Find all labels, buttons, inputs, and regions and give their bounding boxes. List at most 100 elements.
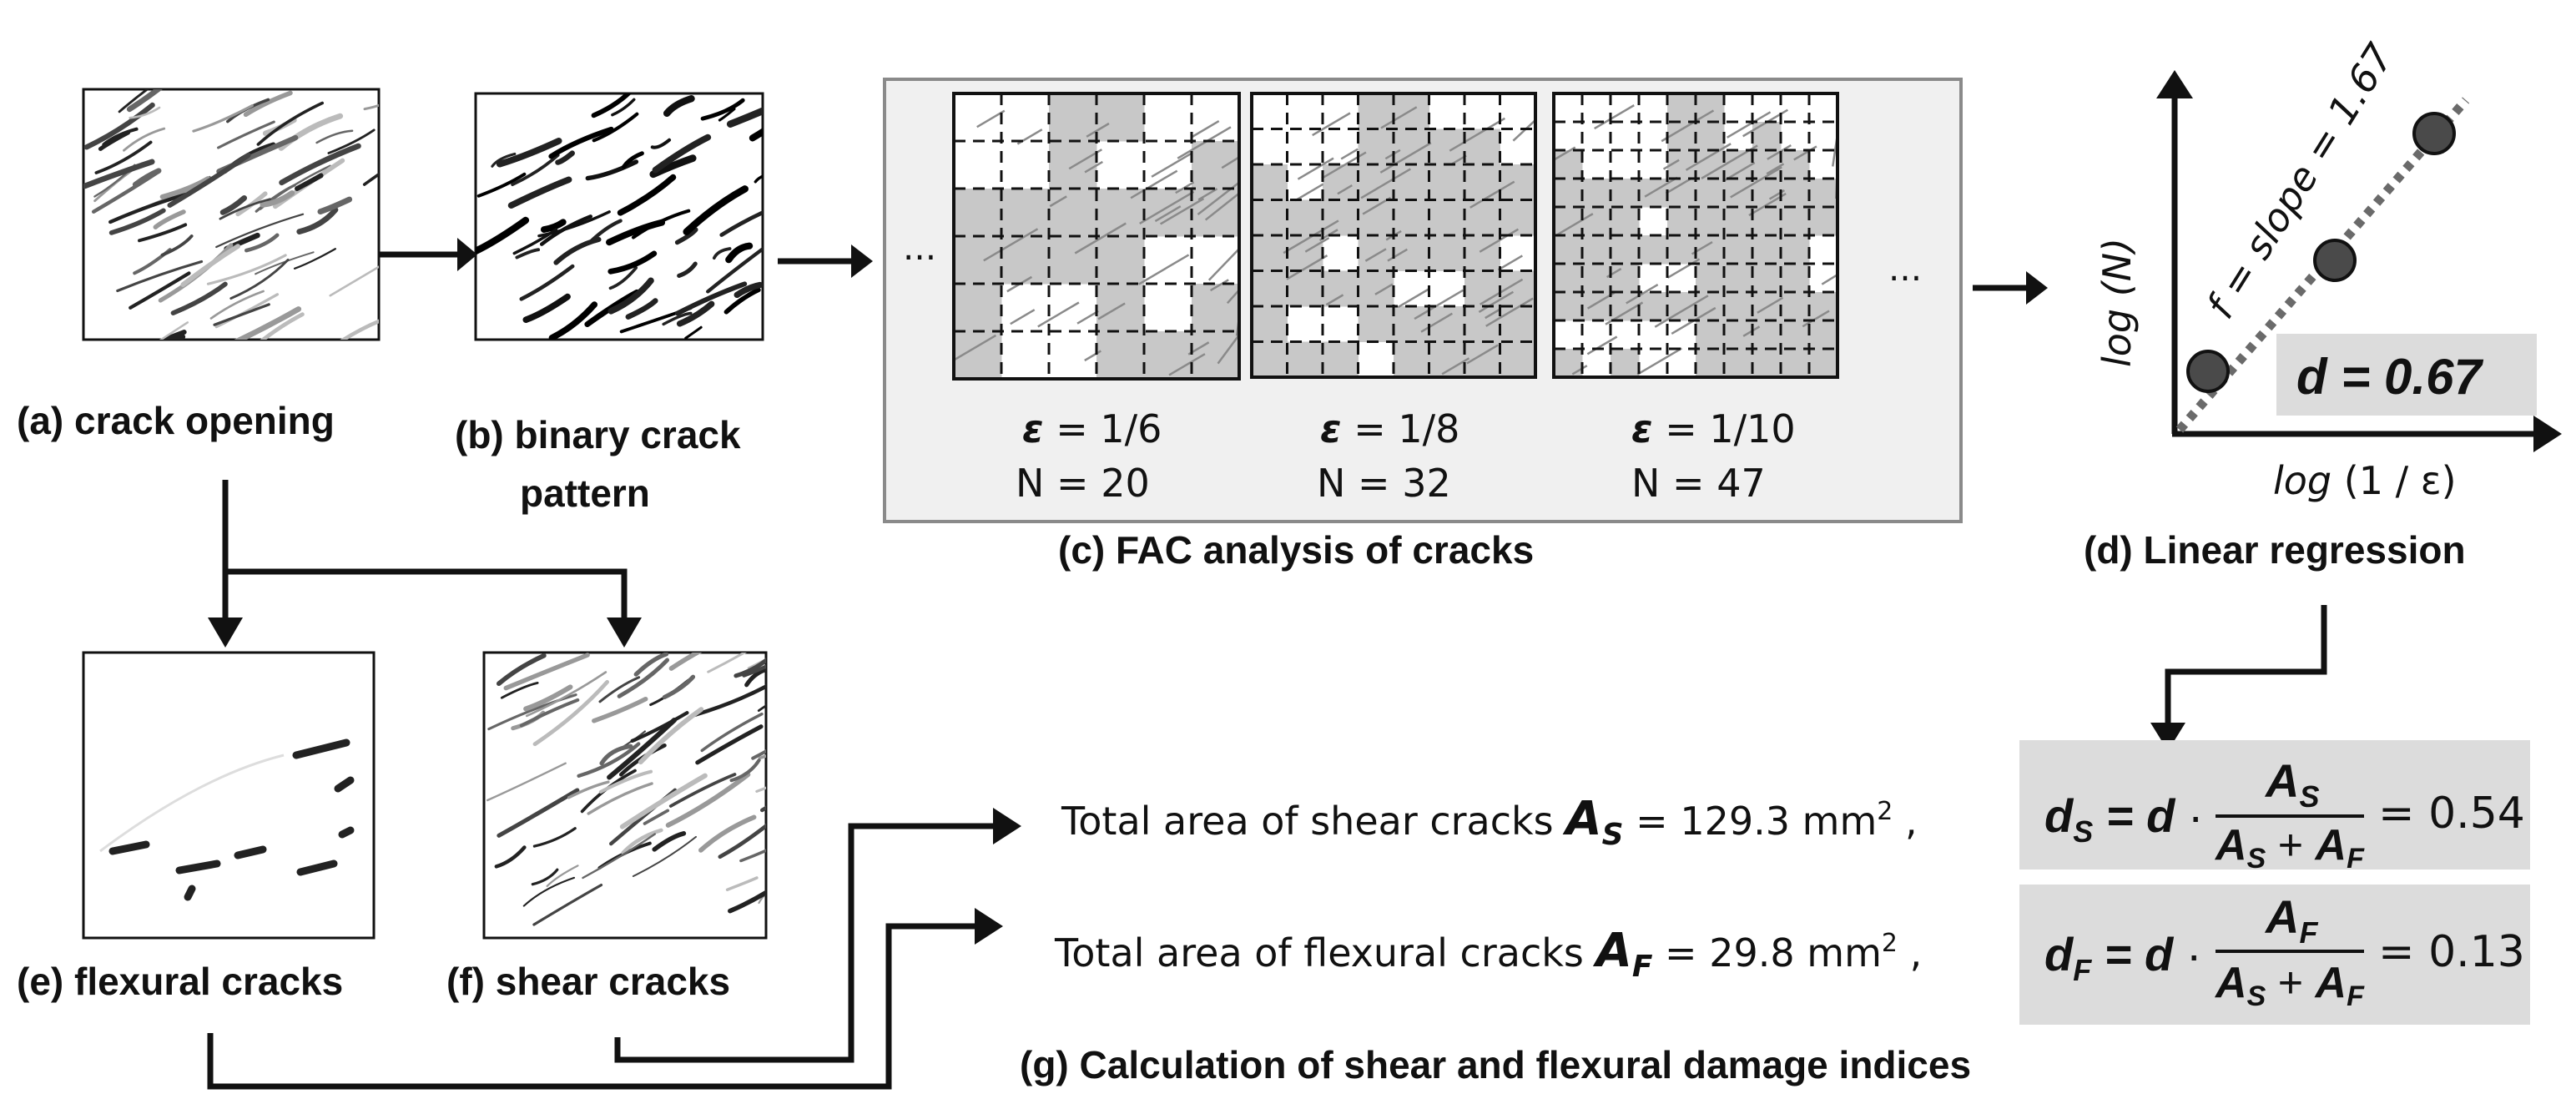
crack-stroke xyxy=(1139,190,1195,225)
occupied-cell xyxy=(1554,235,1583,265)
crack-stroke xyxy=(129,271,191,310)
occupied-cell xyxy=(1696,264,1725,293)
x-axis-label: log (1 / ε) xyxy=(2273,458,2457,503)
crack-stroke xyxy=(1586,335,1618,355)
crack-stroke xyxy=(607,277,654,315)
panel-e: (e) flexural cracks xyxy=(17,651,376,1003)
n-label-2: N = 32 xyxy=(1317,461,1451,506)
crack-stroke xyxy=(739,849,766,863)
crack-stroke xyxy=(650,138,672,149)
crack-stroke xyxy=(1485,308,1501,320)
shear-area-sup: 2 xyxy=(1877,797,1893,826)
crack-stroke xyxy=(707,653,748,673)
crack-stroke xyxy=(608,266,638,290)
crack-stroke xyxy=(1086,122,1110,138)
crack-stroke xyxy=(546,864,579,887)
occupied-cell xyxy=(1049,141,1097,189)
crack-stroke xyxy=(168,350,193,358)
panel-g: Total area of shear cracks AS = 129.3 mm… xyxy=(1020,740,2530,1086)
formula-flexural-bg xyxy=(2019,885,2530,1025)
flexural-area-tail: , xyxy=(1898,930,1922,975)
crack-stroke xyxy=(523,684,573,712)
occupied-cell xyxy=(1323,199,1359,236)
occupied-cell xyxy=(1611,264,1640,293)
crack-stroke xyxy=(726,107,763,128)
crack-stroke xyxy=(206,254,287,285)
crack-stroke xyxy=(522,293,571,323)
crack-stroke xyxy=(1554,146,1576,161)
crack-stroke xyxy=(755,786,766,793)
crack-stroke xyxy=(292,738,350,759)
crack-stroke xyxy=(1478,290,1515,313)
crack-stroke xyxy=(698,814,757,853)
occupied-cell xyxy=(1287,199,1323,236)
crack-stroke xyxy=(329,265,379,297)
occupied-cell xyxy=(1096,189,1145,237)
crack-stroke xyxy=(582,833,656,880)
crack-stroke xyxy=(1661,109,1715,143)
panel-b: (b) binary crack pattern xyxy=(455,92,764,515)
crack-stroke xyxy=(662,674,696,699)
formula-flexural-den-a-sub: S xyxy=(2247,980,2266,1012)
crack-stroke xyxy=(1727,111,1772,139)
crack-stroke xyxy=(279,143,361,186)
formula-shear-lhs: dS = d · xyxy=(2044,789,2204,849)
crack-stroke xyxy=(170,281,228,315)
crack-stroke xyxy=(108,840,150,855)
crack-stroke xyxy=(953,334,997,361)
eps-symbol-3: ε xyxy=(1631,406,1653,451)
crack-stroke xyxy=(159,176,210,199)
crack-stroke xyxy=(497,788,580,838)
formula-flexural-d2: d xyxy=(2145,928,2175,980)
crack-stroke xyxy=(643,809,670,825)
occupied-cell xyxy=(1429,235,1465,271)
occupied-cell xyxy=(1752,320,1782,350)
occupied-cell xyxy=(1252,235,1288,271)
occupied-cell xyxy=(1554,264,1583,293)
crack-stroke xyxy=(486,762,567,802)
crack-stroke xyxy=(296,207,339,234)
crack-stroke xyxy=(638,707,704,765)
crack-stroke xyxy=(676,300,715,327)
crack-stroke xyxy=(219,198,271,220)
crack-stroke xyxy=(587,782,653,815)
crack-stroke xyxy=(108,192,189,224)
crack-stroke xyxy=(1479,278,1524,305)
crack-stroke xyxy=(243,90,293,118)
crack-stroke xyxy=(607,718,677,780)
occupied-cell xyxy=(1049,93,1097,142)
occupied-cell xyxy=(1639,235,1668,265)
occupied-cell xyxy=(1724,349,1753,378)
crack-stroke xyxy=(754,174,763,184)
crack-stroke xyxy=(1441,357,1470,376)
formula-shear-dot: · xyxy=(2175,789,2203,842)
arrow-d-to-g xyxy=(2165,605,2327,726)
occupied-cell xyxy=(1611,179,1640,208)
data-point-2 xyxy=(2313,239,2357,282)
crack-stroke xyxy=(476,172,527,198)
crack-stroke xyxy=(293,248,336,270)
occupied-cell xyxy=(954,236,1002,285)
occupied-cell xyxy=(1394,199,1429,236)
crack-stroke xyxy=(126,89,163,113)
occupied-cell xyxy=(1323,341,1359,378)
crack-stroke xyxy=(758,754,766,760)
grid-eps-1-8 xyxy=(1250,92,1537,379)
occupied-cell xyxy=(1611,207,1640,236)
crack-stroke xyxy=(718,823,766,859)
flexural-crack-image xyxy=(82,651,376,940)
crack-stroke xyxy=(491,152,517,168)
crack-stroke xyxy=(1197,188,1218,201)
shear-area-sub: S xyxy=(1602,818,1624,852)
occupied-cell xyxy=(1611,235,1640,265)
occupied-cell xyxy=(1781,292,1810,321)
crack-stroke xyxy=(1644,176,1678,198)
crack-stroke xyxy=(234,306,302,340)
crack-stroke xyxy=(153,209,186,229)
formula-flexural-dot: · xyxy=(2173,928,2201,980)
crack-stroke xyxy=(1312,112,1351,137)
crack-stroke xyxy=(215,213,305,249)
crack-stroke xyxy=(123,127,166,152)
crack-stroke xyxy=(1466,344,1499,365)
occupied-cell xyxy=(1724,264,1753,293)
